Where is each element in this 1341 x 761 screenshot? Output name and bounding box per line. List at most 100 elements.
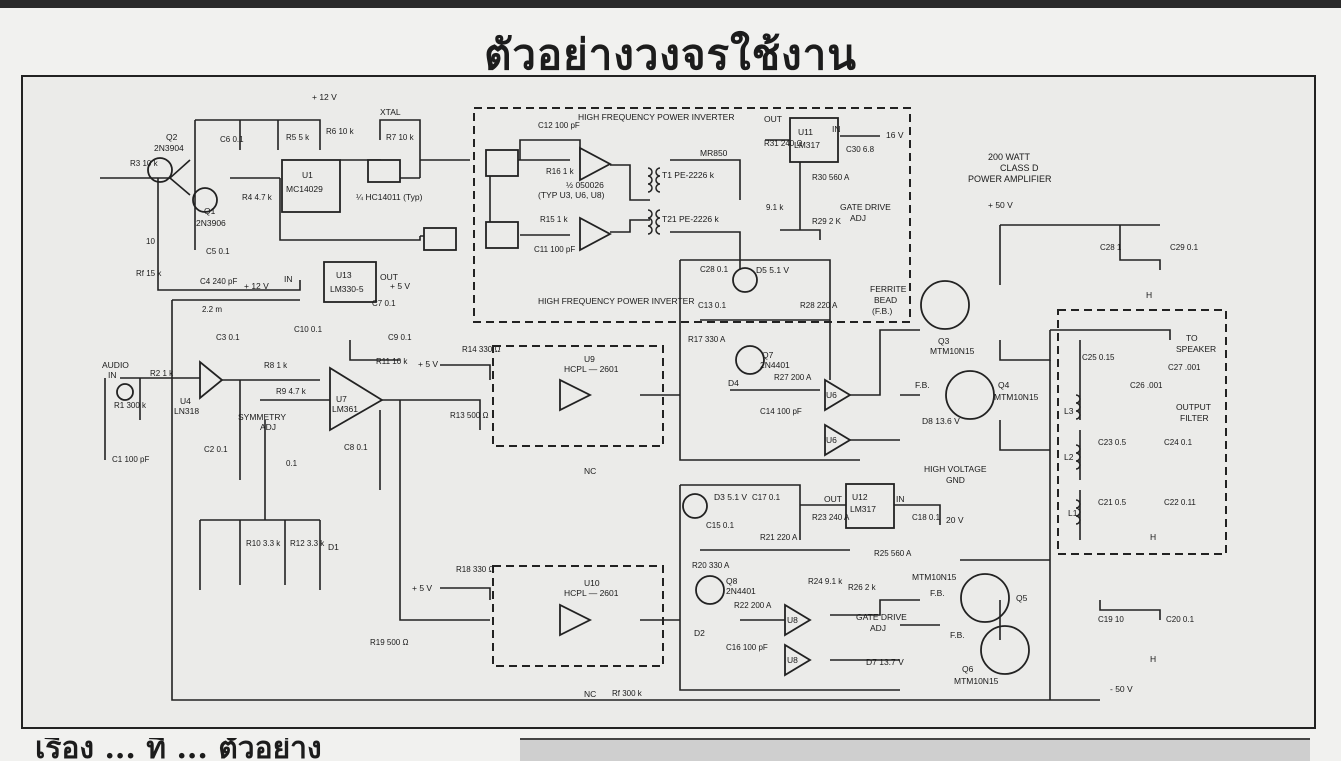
ic-u2-part: ¼ HC14011 (Typ) bbox=[356, 192, 423, 202]
symmetry-adj-2: ADJ bbox=[260, 422, 276, 432]
r14-label: R14 330 Ω bbox=[462, 345, 500, 354]
q6-part: MTM10N15 bbox=[954, 676, 999, 686]
c4-label: C4 240 pF bbox=[200, 277, 237, 286]
footer-band bbox=[520, 738, 1310, 761]
mr850-label: MR850 bbox=[700, 148, 728, 158]
r24-label: R24 9.1 k bbox=[808, 577, 843, 586]
gate-drive-adj-top-2: ADJ bbox=[850, 213, 866, 223]
c24-label: C24 0.1 bbox=[1164, 438, 1193, 447]
r25-label: R25 560 A bbox=[874, 549, 912, 558]
r17-label: R17 330 A bbox=[688, 335, 726, 344]
hv-gnd-1: HIGH VOLTAGE bbox=[924, 464, 987, 474]
r22-label: R22 200 A bbox=[734, 601, 772, 610]
ic-u1-ref: U1 bbox=[302, 170, 313, 180]
fb-label-3: F.B. bbox=[950, 630, 965, 640]
ic-u13-part: LM330-5 bbox=[330, 284, 364, 294]
q4-part: MTM10N15 bbox=[994, 392, 1039, 402]
t1-label: T1 PE-2226 k bbox=[662, 170, 715, 180]
d5-label: D5 5.1 V bbox=[756, 265, 789, 275]
supply-20: 20 V bbox=[946, 515, 964, 525]
c6-label: C6 0.1 bbox=[220, 135, 244, 144]
r26-label: R26 2 k bbox=[848, 583, 877, 592]
c-0p1-label: 0.1 bbox=[286, 459, 298, 468]
r4-label: R4 4.7 k bbox=[242, 193, 273, 202]
ic-u4-part: LN318 bbox=[174, 406, 199, 416]
c21-label: C21 0.5 bbox=[1098, 498, 1127, 507]
supply-minus-50: - 50 V bbox=[1110, 684, 1133, 694]
supply-16: 16 V bbox=[886, 130, 904, 140]
ic-u1-part: MC14029 bbox=[286, 184, 323, 194]
wiring bbox=[100, 119, 1171, 701]
footer-heading-fragment: เรื่อง ... ที่ ... ตัวอย่าง bbox=[35, 738, 322, 759]
r1-label: R1 300 k bbox=[114, 401, 147, 410]
r16-label: R16 1 k bbox=[546, 167, 575, 176]
speaker-label-2: SPEAKER bbox=[1176, 344, 1216, 354]
pin-out-u13: OUT bbox=[380, 272, 398, 282]
c29-label: C29 0.1 bbox=[1170, 243, 1199, 252]
inverter-title-top: HIGH FREQUENCY POWER INVERTER bbox=[578, 112, 734, 122]
r5-label: R5 5 k bbox=[286, 133, 310, 142]
c11-label: C11 100 pF bbox=[534, 245, 575, 254]
c30-label: C30 6.8 bbox=[846, 145, 875, 154]
q2-ref: Q2 bbox=[166, 132, 178, 142]
ic-u3-part: ½ 050026 bbox=[566, 180, 604, 190]
c-10-label: 10 bbox=[146, 237, 155, 246]
speaker-label-1: TO bbox=[1186, 333, 1198, 343]
q7-part: 2N4401 bbox=[760, 360, 790, 370]
r7-label: R7 10 k bbox=[386, 133, 415, 142]
audio-in-label-2: IN bbox=[108, 370, 117, 380]
c1-label: C1 100 pF bbox=[112, 455, 149, 464]
c25-label: C25 0.15 bbox=[1082, 353, 1115, 362]
output-filter-box bbox=[1057, 309, 1227, 555]
l3-label: L3 bbox=[1064, 406, 1074, 416]
optocoupler-u10-box bbox=[492, 565, 664, 667]
c5-label: C5 0.1 bbox=[206, 247, 230, 256]
supply-plus-12-top: + 12 V bbox=[312, 92, 337, 102]
ic-u6-ref-2: U6 bbox=[826, 435, 837, 445]
c10-label: C10 0.1 bbox=[294, 325, 323, 334]
hv-gnd-2: GND bbox=[946, 475, 965, 485]
c14-label: C14 100 pF bbox=[760, 407, 802, 416]
r19-label: R19 500 Ω bbox=[370, 638, 408, 647]
ic-u12-part: LM317 bbox=[850, 504, 876, 514]
gate-symbols bbox=[199, 146, 852, 677]
rf-label-2: Rf 300 k bbox=[612, 689, 643, 698]
r28-label: R28 220 A bbox=[800, 301, 838, 310]
c12-label: C12 100 pF bbox=[538, 121, 580, 130]
mosfet-symbols bbox=[116, 157, 1030, 675]
r13-label: R13 500 Ω bbox=[450, 411, 488, 420]
r9-label: R9 4.7 k bbox=[276, 387, 307, 396]
c16-label: C16 100 pF bbox=[726, 643, 768, 652]
ic-u12-ref: U12 bbox=[852, 492, 868, 502]
r8-label: R8 1 k bbox=[264, 361, 288, 370]
ic-u7-ref: U7 bbox=[336, 394, 347, 404]
r31-label: R31 240 Ω bbox=[764, 139, 802, 148]
c9-label: C9 0.1 bbox=[388, 333, 412, 342]
r3-label: R3 10 k bbox=[130, 159, 159, 168]
pin-out-u11: OUT bbox=[764, 114, 782, 124]
pin-out-u12: OUT bbox=[824, 494, 842, 504]
optocoupler-u9-box bbox=[492, 345, 664, 447]
ic-u7-part: LM361 bbox=[332, 404, 358, 414]
ic-u4-ref: U4 bbox=[180, 396, 191, 406]
c22-label: C22 0.11 bbox=[1164, 498, 1196, 507]
ground-h-3: H bbox=[1150, 654, 1156, 664]
ic-u10-part: HCPL — 2601 bbox=[564, 588, 619, 598]
q8-part: 2N4401 bbox=[726, 586, 756, 596]
d1-label: D1 bbox=[328, 542, 339, 552]
q5-part: MTM10N15 bbox=[912, 572, 957, 582]
q4-ref: Q4 bbox=[998, 380, 1010, 390]
top-rule bbox=[0, 0, 1341, 8]
schematic-labels: 200 WATT CLASS D POWER AMPLIFIER HIGH FR… bbox=[102, 92, 1216, 699]
r20-label: R20 330 A bbox=[692, 561, 730, 570]
supply-plus-5-r18: + 5 V bbox=[412, 583, 432, 593]
supply-plus-50: + 50 V bbox=[988, 200, 1013, 210]
q5-ref: Q5 bbox=[1016, 593, 1028, 603]
ic-u11-part: LM317 bbox=[794, 140, 820, 150]
q1-part: 2N3906 bbox=[196, 218, 226, 228]
fb-label-1: F.B. bbox=[915, 380, 930, 390]
c27-label: C27 .001 bbox=[1168, 363, 1201, 372]
gate-drive-adj-bot-2: ADJ bbox=[870, 623, 886, 633]
supply-plus-5-u13: + 5 V bbox=[390, 281, 410, 291]
